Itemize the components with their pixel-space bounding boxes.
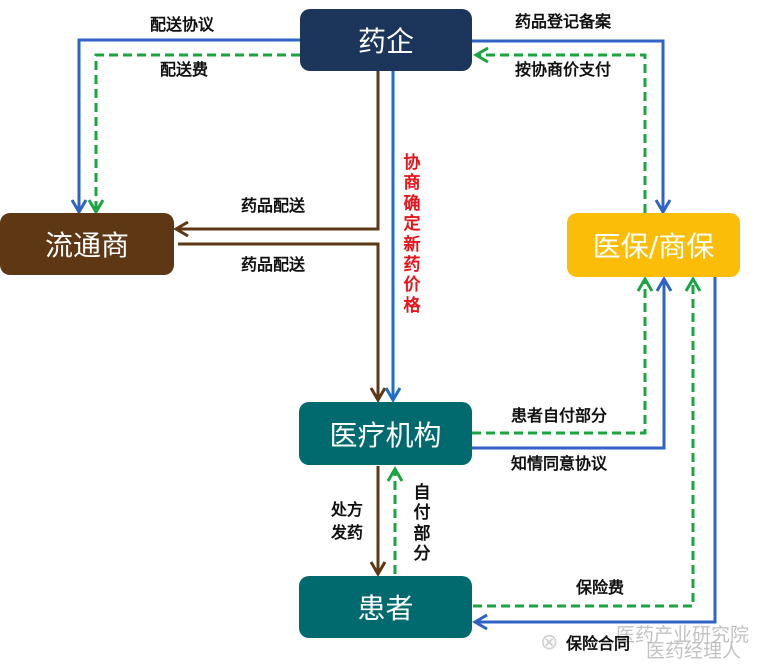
watermark-line1: 医药产业研究院	[616, 624, 750, 646]
label-prescription-line1: 处方	[331, 500, 364, 519]
edge-delivery-agreement	[70, 38, 300, 215]
label-drug-delivery-bottom: 药品配送	[241, 255, 306, 274]
edge-drug-delivery-in	[173, 70, 380, 238]
edge-price-negotiation	[384, 70, 402, 403]
label-self-pay: 自付部分	[413, 483, 431, 565]
label-insurance-contract: 保险合同	[566, 634, 631, 653]
edge-prescription	[369, 466, 387, 577]
node-hospital-label: 医疗机构	[329, 418, 442, 452]
node-distributor-label: 流通商	[44, 229, 129, 262]
node-patient: 患者	[299, 576, 472, 638]
watermark-line2: 医药经理人	[646, 640, 742, 662]
edge-premium	[473, 276, 702, 608]
edge-negotiated-payment	[473, 46, 647, 213]
label-drug-delivery-top: 药品配送	[241, 196, 306, 215]
node-patient-label: 患者	[357, 592, 414, 625]
label-informed-consent: 知情同意协议	[511, 454, 608, 473]
label-delivery-agreement: 配送协议	[150, 15, 215, 34]
edge-informed-consent	[472, 276, 673, 450]
label-premium: 保险费	[576, 578, 625, 597]
label-delivery-fee: 配送费	[160, 60, 209, 79]
node-distributor: 流通商	[0, 213, 174, 275]
label-prescription-line2: 发药	[331, 523, 364, 542]
node-insurer: 医保/商保	[567, 213, 740, 277]
edge-delivery-fee	[87, 53, 300, 215]
edge-patient-copay	[472, 276, 654, 435]
edge-drug-delivery-out	[178, 242, 387, 403]
node-pharma: 药企	[300, 9, 472, 71]
node-pharma-label: 药企	[357, 25, 414, 58]
label-negotiated-payment: 按协商价支付	[515, 60, 612, 79]
watermark-logo-icon: ⊗	[540, 630, 559, 655]
node-insurer-label: 医保/商保	[592, 230, 715, 263]
edge-self-pay	[386, 466, 404, 574]
edge-insurance-contract	[472, 277, 717, 631]
edge-drug-registration	[472, 39, 672, 215]
label-drug-registration: 药品登记备案	[515, 12, 612, 31]
node-hospital: 医疗机构	[299, 402, 472, 465]
label-patient-copay: 患者自付部分	[511, 406, 608, 425]
label-price-negotiation: 协商确定新药价格	[403, 153, 421, 316]
